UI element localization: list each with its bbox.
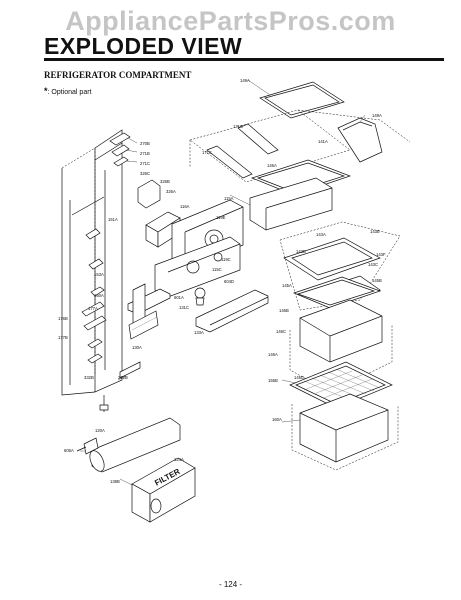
dashed-shelf-group [189, 109, 411, 183]
lamp-cover [195, 289, 269, 333]
callout-label: 143A [316, 232, 326, 237]
leader-lines [80, 79, 366, 486]
optional-marker: * [44, 86, 48, 96]
lower-drawer [291, 393, 399, 471]
callout-label: 151A [108, 217, 118, 222]
shelf-frame [249, 177, 333, 231]
control-box [137, 179, 181, 248]
side-panel [337, 117, 383, 163]
callout-label: 119C [221, 257, 231, 262]
callout-label: 160A [272, 417, 282, 422]
filter-grid [289, 361, 393, 409]
side-duct [128, 283, 159, 340]
optional-note-text: : Optional part [47, 89, 92, 96]
callout-label: 145B [372, 278, 382, 283]
hinge-parts [109, 132, 131, 167]
callout-label: 270B [140, 141, 150, 146]
callout-label: 120A [95, 428, 105, 433]
callout-label: 171C [233, 124, 243, 129]
callout-label: 143B [296, 249, 306, 254]
callout-label: 271C [140, 161, 150, 166]
callout-label: 176B [58, 316, 68, 321]
vertical-bracket [154, 236, 241, 298]
callout-label: 115C [212, 267, 222, 272]
callout-label: 124A [174, 457, 184, 462]
water-filter [76, 417, 181, 473]
callout-label: 272B [118, 375, 128, 380]
callout-labels: 149A 149A 141A 171C 171C 146A 270B 271B … [58, 78, 386, 484]
lamp-socket [194, 287, 206, 306]
callout-label: 326A [166, 189, 176, 194]
callout-label: 177B [58, 335, 68, 340]
callout-label: 130A [132, 345, 142, 350]
top-glass-shelf [259, 81, 345, 119]
callout-label: 141A [318, 139, 328, 144]
callout-label: 326C [140, 171, 150, 176]
callout-label: 153A [94, 272, 104, 277]
callout-label: 271B [140, 151, 150, 156]
callout-label: 606A [64, 448, 74, 453]
callout-label: 326B [160, 179, 170, 184]
callout-label: 149A [240, 78, 250, 83]
cabinet-liner [61, 129, 123, 396]
crisper-drawer-upper [299, 299, 383, 363]
callout-label: 146A [268, 352, 278, 357]
shelf-trim [206, 123, 279, 179]
callout-label: 131C [179, 305, 189, 310]
callout-label: 604D [224, 279, 234, 284]
callout-label: 171C [202, 150, 212, 155]
callout-label: 146B [279, 308, 289, 313]
callout-label: 149A [372, 113, 382, 118]
callout-label: 146C [276, 329, 286, 334]
callout-label: 133A [194, 330, 204, 335]
callout-label: 145D [294, 375, 304, 380]
callout-label: 145A [282, 283, 292, 288]
callout-label: 115A [224, 196, 234, 201]
callout-label: 155B [268, 378, 278, 383]
callout-label: 146A [267, 163, 277, 168]
callout-label: 601A [174, 295, 184, 300]
crisper-glass [293, 276, 382, 309]
callout-label: 177A [88, 306, 98, 311]
callout-label: 143F [376, 252, 386, 257]
callout-label: 143E [370, 229, 380, 234]
title-underline [44, 58, 444, 61]
page-title: EXPLODED VIEW [44, 33, 243, 59]
callout-label: 150A [94, 293, 104, 298]
callout-label: 332B [84, 375, 94, 380]
page-number: - 124 - [218, 580, 243, 589]
small-clips [81, 228, 107, 364]
callout-label: 119E [216, 215, 226, 220]
section-title: REFRIGERATOR COMPARTMENT [44, 70, 192, 80]
optional-part-note: *: Optional part [44, 86, 91, 96]
hinge-pin [99, 361, 141, 412]
callout-label: 138B [110, 479, 120, 484]
filter-box [131, 457, 196, 523]
callout-label: 116A [180, 204, 190, 209]
callout-label: 143C [368, 262, 378, 267]
